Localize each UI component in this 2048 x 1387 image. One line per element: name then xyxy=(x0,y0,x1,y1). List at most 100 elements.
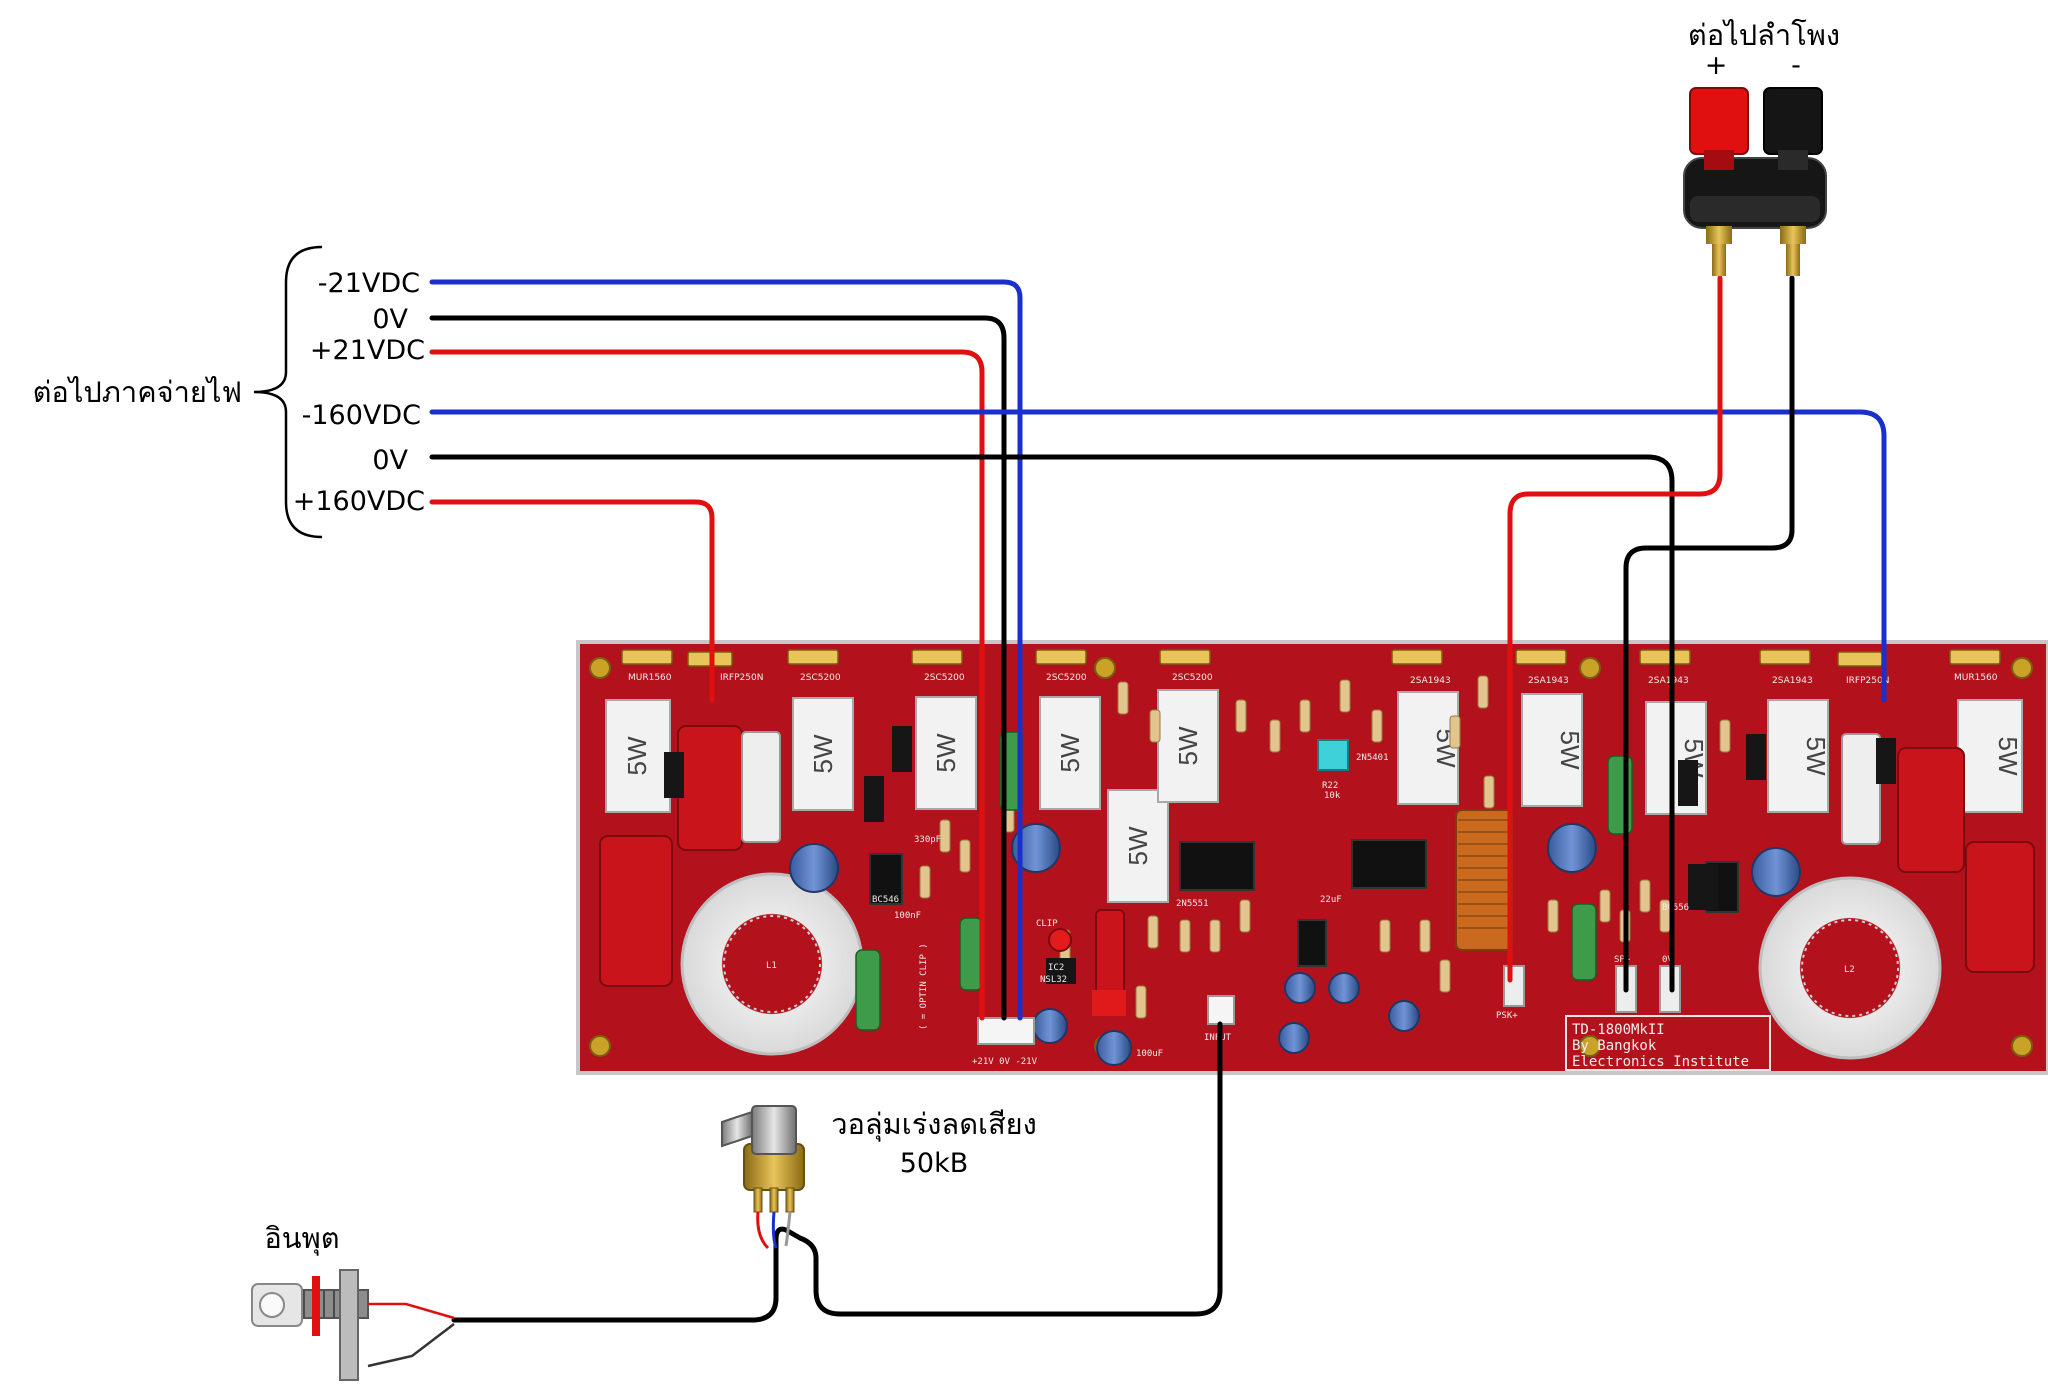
silk-22uf: 22uF xyxy=(1320,895,1342,905)
rail-label-plus-160v: +160VDC xyxy=(293,486,425,517)
volume-potentiometer: วอลุ่มเร่งลดเสียง 50kB xyxy=(721,1105,1037,1250)
silk-r22: R22 xyxy=(1322,781,1338,791)
svg-text:5W: 5W xyxy=(1993,737,2023,776)
silk-10k: 10k xyxy=(1324,791,1341,801)
rail-label-minus-21v: -21VDC xyxy=(318,268,420,299)
power-resistors: 5W 5W 5W 5W 5W 5W xyxy=(605,689,2023,903)
svg-text:L1: L1 xyxy=(766,961,777,971)
silk-2sa1943-4: 2SA1943 xyxy=(1772,676,1813,686)
fuses xyxy=(741,731,1881,845)
transistor-bc546 xyxy=(1688,864,1718,910)
power-supply-label: ต่อไปภาคจ่ายไฟ xyxy=(33,375,242,409)
svg-text:5W: 5W xyxy=(622,736,652,775)
silk-clip: CLIP xyxy=(1036,919,1058,929)
pcb-title-line-2: By Bangkok xyxy=(1572,1038,1657,1054)
resistor-5w: 5W xyxy=(915,696,977,810)
resistor-5w: 5W xyxy=(792,697,854,811)
red-connector xyxy=(1092,990,1126,1016)
volume-value: 50kB xyxy=(900,1148,969,1179)
wire-minus-160v xyxy=(429,409,1887,703)
silk-irfp250n-right: IRFP250N xyxy=(1846,676,1889,686)
silk-mur1560-left: MUR1560 xyxy=(628,673,672,683)
wire-signal xyxy=(451,1021,1223,1323)
resistor-5w: 5W xyxy=(1521,693,1585,807)
silk-optin-clip: ( = OPTIN CLIP ) xyxy=(919,943,929,1030)
bias-trimmer xyxy=(1317,739,1349,771)
silk-bc546: BC546 xyxy=(872,895,899,905)
speaker-post-plus xyxy=(1689,87,1749,276)
speaker-post-minus xyxy=(1763,87,1823,276)
silk-100uf: 100uF xyxy=(1136,1049,1163,1059)
silk-2n5401: 2N5401 xyxy=(1356,753,1389,763)
resistor-5w: 5W xyxy=(1107,789,1169,903)
resistor-5w: 5W xyxy=(1397,691,1461,805)
silk-irfp250n-left: IRFP250N xyxy=(720,673,763,683)
diodes xyxy=(664,726,1896,822)
pcb-title-line-1: TD-1800MkII xyxy=(1572,1022,1665,1038)
brace xyxy=(253,245,323,539)
wire-speaker-minus xyxy=(1623,275,1795,993)
ic-optocoupler xyxy=(1046,958,1076,984)
silk-2sa1943-1: 2SA1943 xyxy=(1410,676,1451,686)
svg-text:5W: 5W xyxy=(931,733,961,772)
power-supply-group: ต่อไปภาคจ่ายไฟ -21VDC 0V +21VDC -160VDC … xyxy=(33,245,425,539)
silk-2sc5200-4: 2SC5200 xyxy=(1172,673,1213,683)
svg-text:5W: 5W xyxy=(1173,726,1203,765)
resistor-5w: 5W xyxy=(1767,699,1831,813)
silk-2sc5200-2: 2SC5200 xyxy=(924,673,965,683)
silk-2sa1943-2: 2SA1943 xyxy=(1528,676,1569,686)
wire-speaker-plus xyxy=(1507,275,1723,983)
wires xyxy=(429,275,1887,1323)
resistor-5w: 5W xyxy=(605,699,671,813)
electrolytic-capacitors xyxy=(789,823,1801,1066)
svg-text:+21V 0V -21V: +21V 0V -21V xyxy=(972,1057,1038,1067)
film-capacitors xyxy=(599,725,2035,1003)
wire-minus-21v xyxy=(429,279,1023,1021)
silk-2sc5200-1: 2SC5200 xyxy=(800,673,841,683)
input-jack: อินพุต xyxy=(251,1221,455,1381)
pcb-title-line-3: Electronics Institute xyxy=(1572,1054,1749,1070)
resistor-5w: 5W xyxy=(1957,699,2023,813)
wire-0v-low xyxy=(429,315,1007,1021)
silk-2n5551: 2N5551 xyxy=(1176,899,1209,909)
wire-0v-high xyxy=(429,454,1675,993)
svg-text:5W: 5W xyxy=(1555,731,1585,770)
rail-label-minus-160v: -160VDC xyxy=(302,400,421,431)
silk-100nf: 100nF xyxy=(894,911,921,921)
resistor-5w: 5W xyxy=(1645,701,1709,815)
svg-text:5W: 5W xyxy=(808,734,838,773)
resistor-5w: 5W xyxy=(1039,696,1101,810)
rail-label-0v-low: 0V xyxy=(372,304,408,335)
speaker-minus-sign: - xyxy=(1791,50,1801,81)
rail-label-plus-21v: +21VDC xyxy=(310,335,425,366)
volume-label: วอลุ่มเร่งลดเสียง xyxy=(831,1107,1037,1142)
silk-bc556: BC556 xyxy=(1662,903,1689,913)
wirewound-stripes xyxy=(1458,819,1510,929)
silk-mur1560-right: MUR1560 xyxy=(1954,673,1998,683)
pcb-title-block: TD-1800MkII By Bangkok Electronics Insti… xyxy=(1565,1015,1771,1071)
input-label: อินพุต xyxy=(264,1221,339,1256)
wire-plus-21v xyxy=(429,349,985,1021)
wire-plus-160v xyxy=(429,499,715,703)
svg-text:5W: 5W xyxy=(1801,737,1831,776)
speaker-plus-sign: + xyxy=(1705,50,1728,81)
amplifier-pcb: MUR1560 IRFP250N 2SC5200 2SC5200 2SC5200… xyxy=(576,640,2048,1075)
silk-ic2: IC2 xyxy=(1048,963,1064,973)
clip-led xyxy=(1048,928,1072,952)
svg-text:SP+: SP+ xyxy=(1614,955,1631,965)
silk-2sc5200-3: 2SC5200 xyxy=(1046,673,1087,683)
inductor-l1: L1 xyxy=(680,872,864,1056)
silk-nsl32: NSL32 xyxy=(1040,975,1067,985)
silk-330pf: 330pF xyxy=(914,835,941,845)
inductor-l2: L2 xyxy=(1758,876,1942,1060)
driver-heatsinks xyxy=(869,839,1739,967)
rail-label-0v-high: 0V xyxy=(372,445,408,476)
silk-2sa1943-3: 2SA1943 xyxy=(1648,676,1689,686)
svg-text:5W: 5W xyxy=(1055,733,1085,772)
svg-text:0V: 0V xyxy=(1662,955,1673,965)
svg-text:5W: 5W xyxy=(1123,826,1153,865)
svg-text:L2: L2 xyxy=(1844,965,1855,975)
supply-connector: +21V 0V -21V xyxy=(972,1017,1038,1067)
svg-text:PSK+: PSK+ xyxy=(1496,1011,1518,1021)
